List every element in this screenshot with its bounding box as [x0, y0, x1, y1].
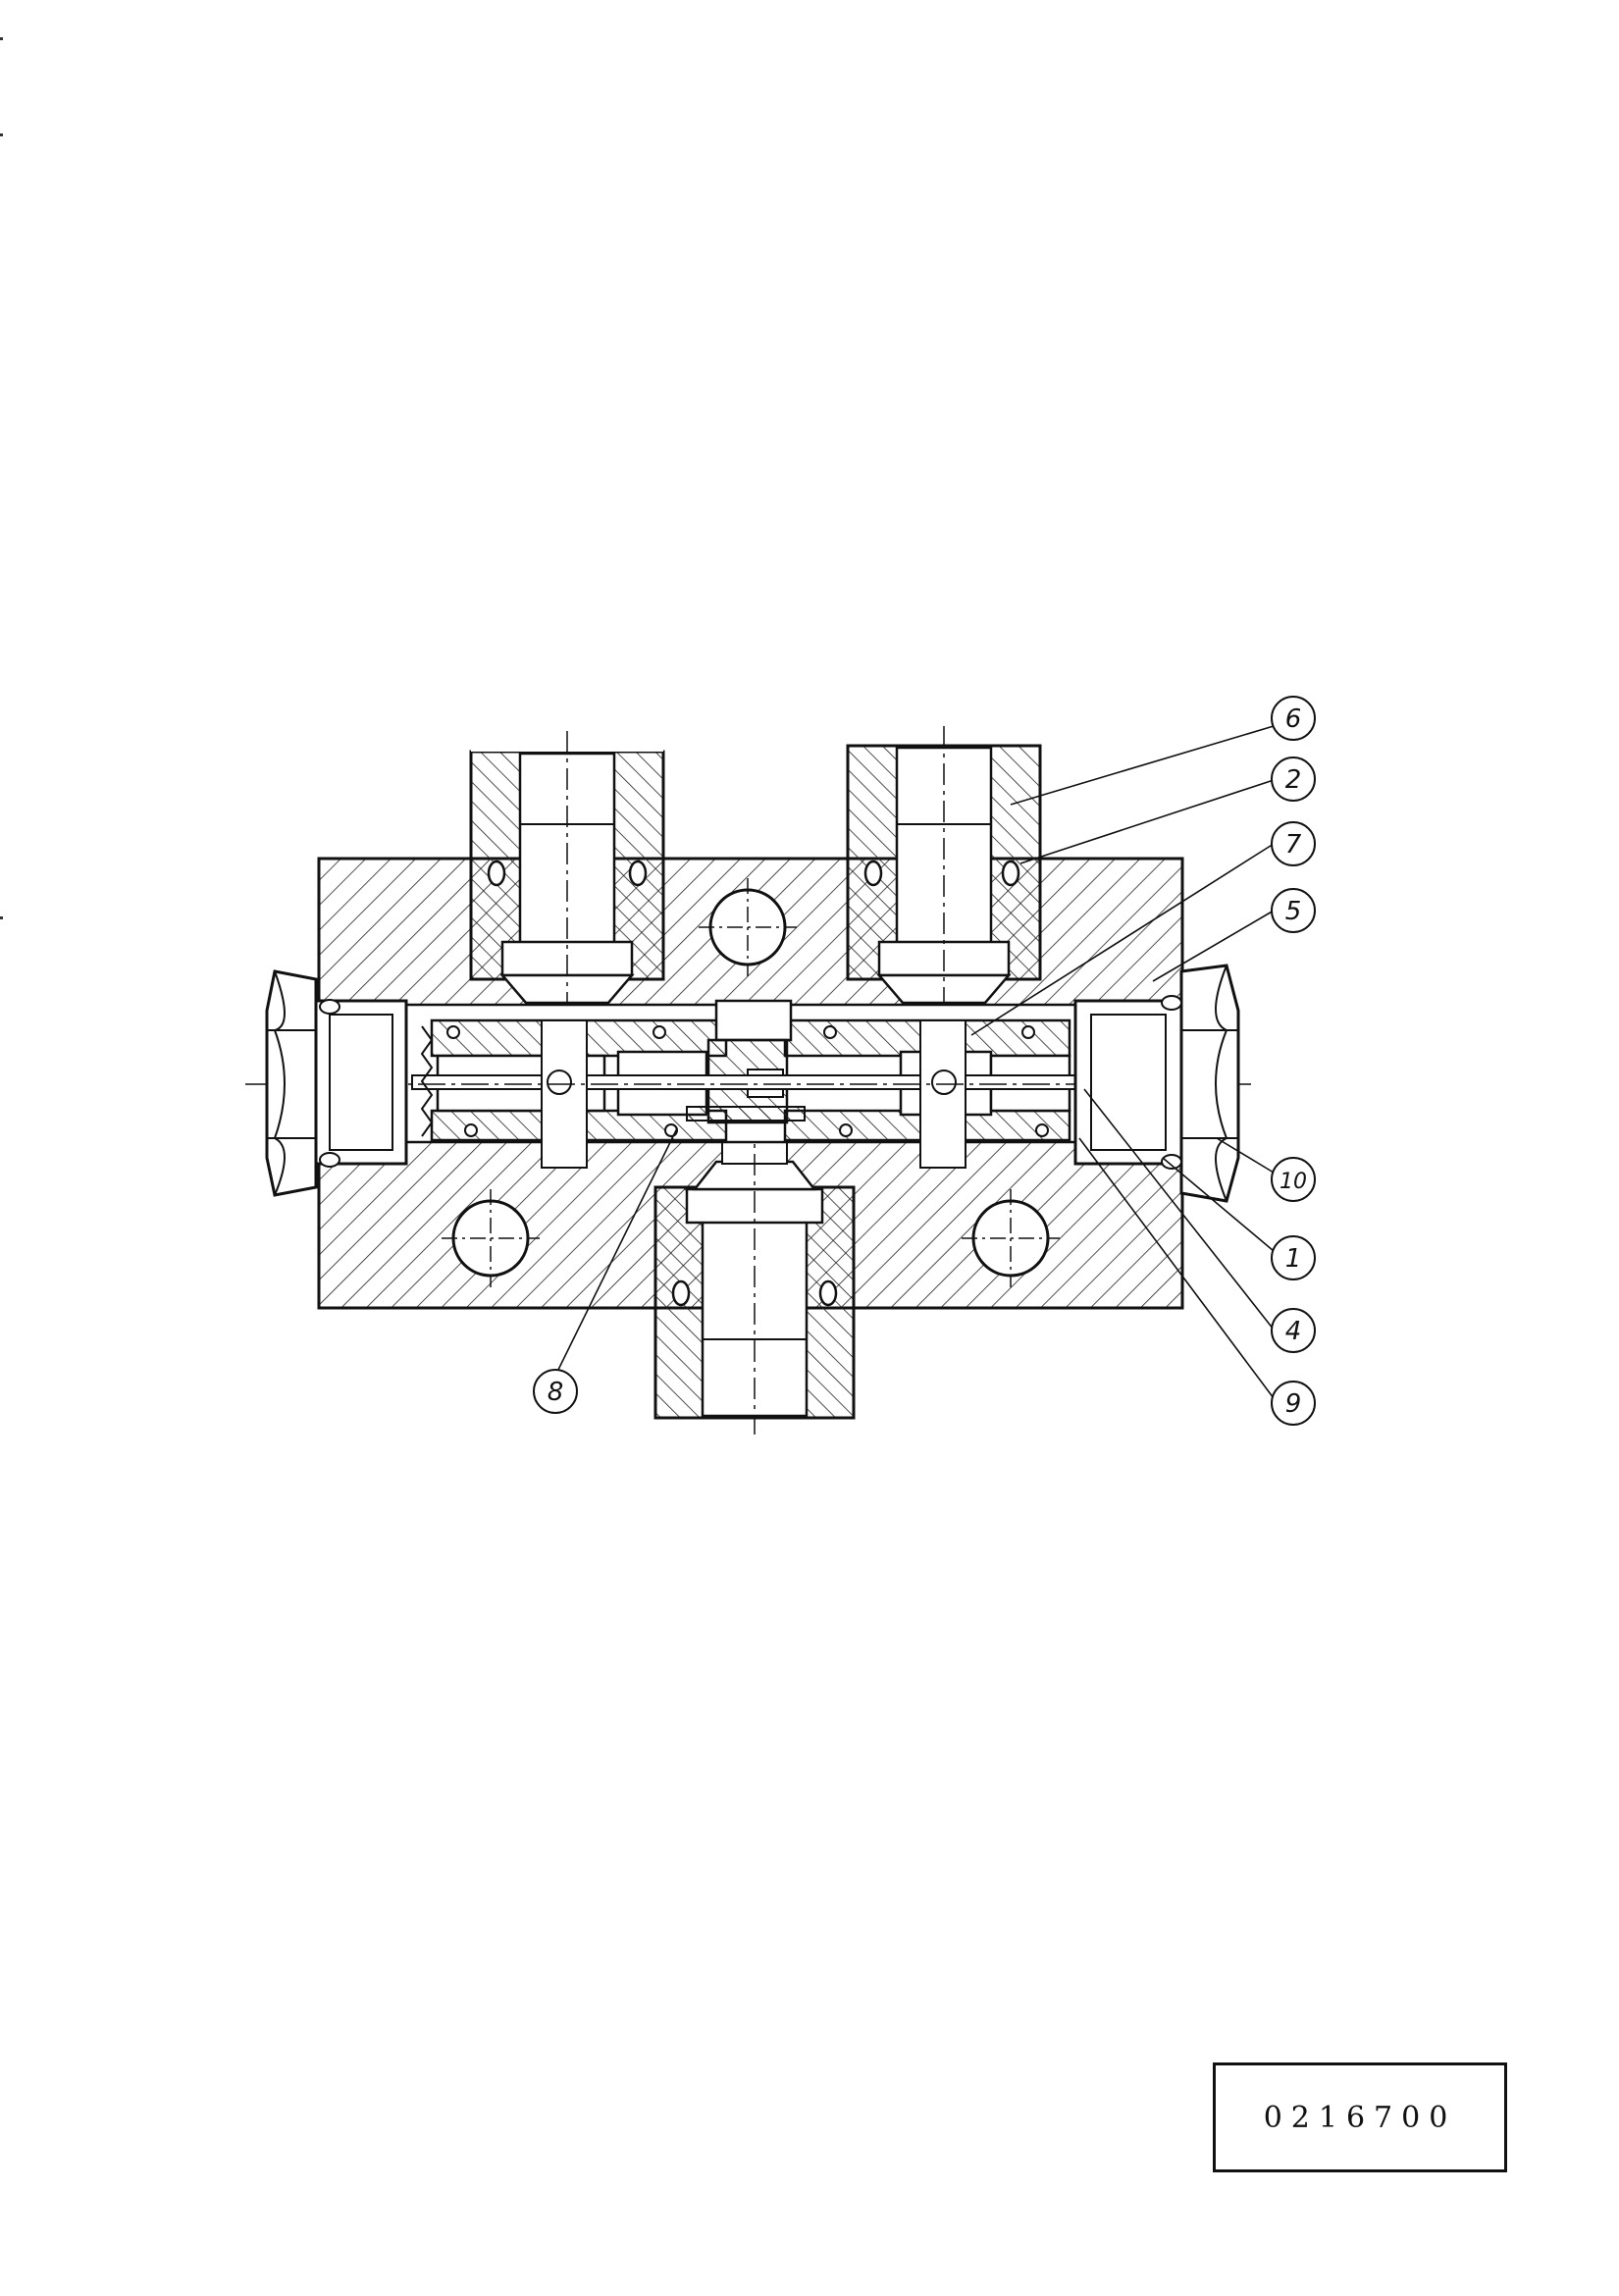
cross-bores: [442, 878, 1060, 1287]
reference-number-box: 0216700: [1213, 2062, 1507, 2172]
callout-label: 9: [1285, 1389, 1302, 1419]
callout-balloon-7: 7: [1271, 821, 1316, 866]
callout-label: 2: [1285, 765, 1302, 795]
callout-balloon-6: 6: [1271, 696, 1316, 741]
callout-balloon-4: 4: [1271, 1308, 1316, 1353]
callout-label: 4: [1285, 1317, 1302, 1346]
callout-label: 10: [1280, 1170, 1307, 1194]
callout-label: 5: [1285, 897, 1302, 926]
left-end-plug: [265, 969, 408, 1197]
bottom-fitting: [653, 1079, 856, 1435]
callout-label: 8: [548, 1378, 564, 1407]
callout-balloon-8: 8: [533, 1369, 578, 1414]
callout-label: 1: [1285, 1244, 1302, 1274]
callout-label: 7: [1285, 830, 1302, 860]
callout-label: 6: [1285, 704, 1302, 734]
callout-balloon-2: 2: [1271, 757, 1316, 802]
callout-balloon-10: 10: [1271, 1157, 1316, 1202]
scan-marks: [0, 37, 3, 919]
leader-lines: [556, 725, 1275, 1399]
central-spool-assembly: [245, 999, 1251, 1169]
reference-number: 0216700: [1263, 2100, 1457, 2135]
callout-balloon-1: 1: [1271, 1235, 1316, 1280]
callout-balloon-9: 9: [1271, 1381, 1316, 1426]
callout-balloon-5: 5: [1271, 888, 1316, 933]
